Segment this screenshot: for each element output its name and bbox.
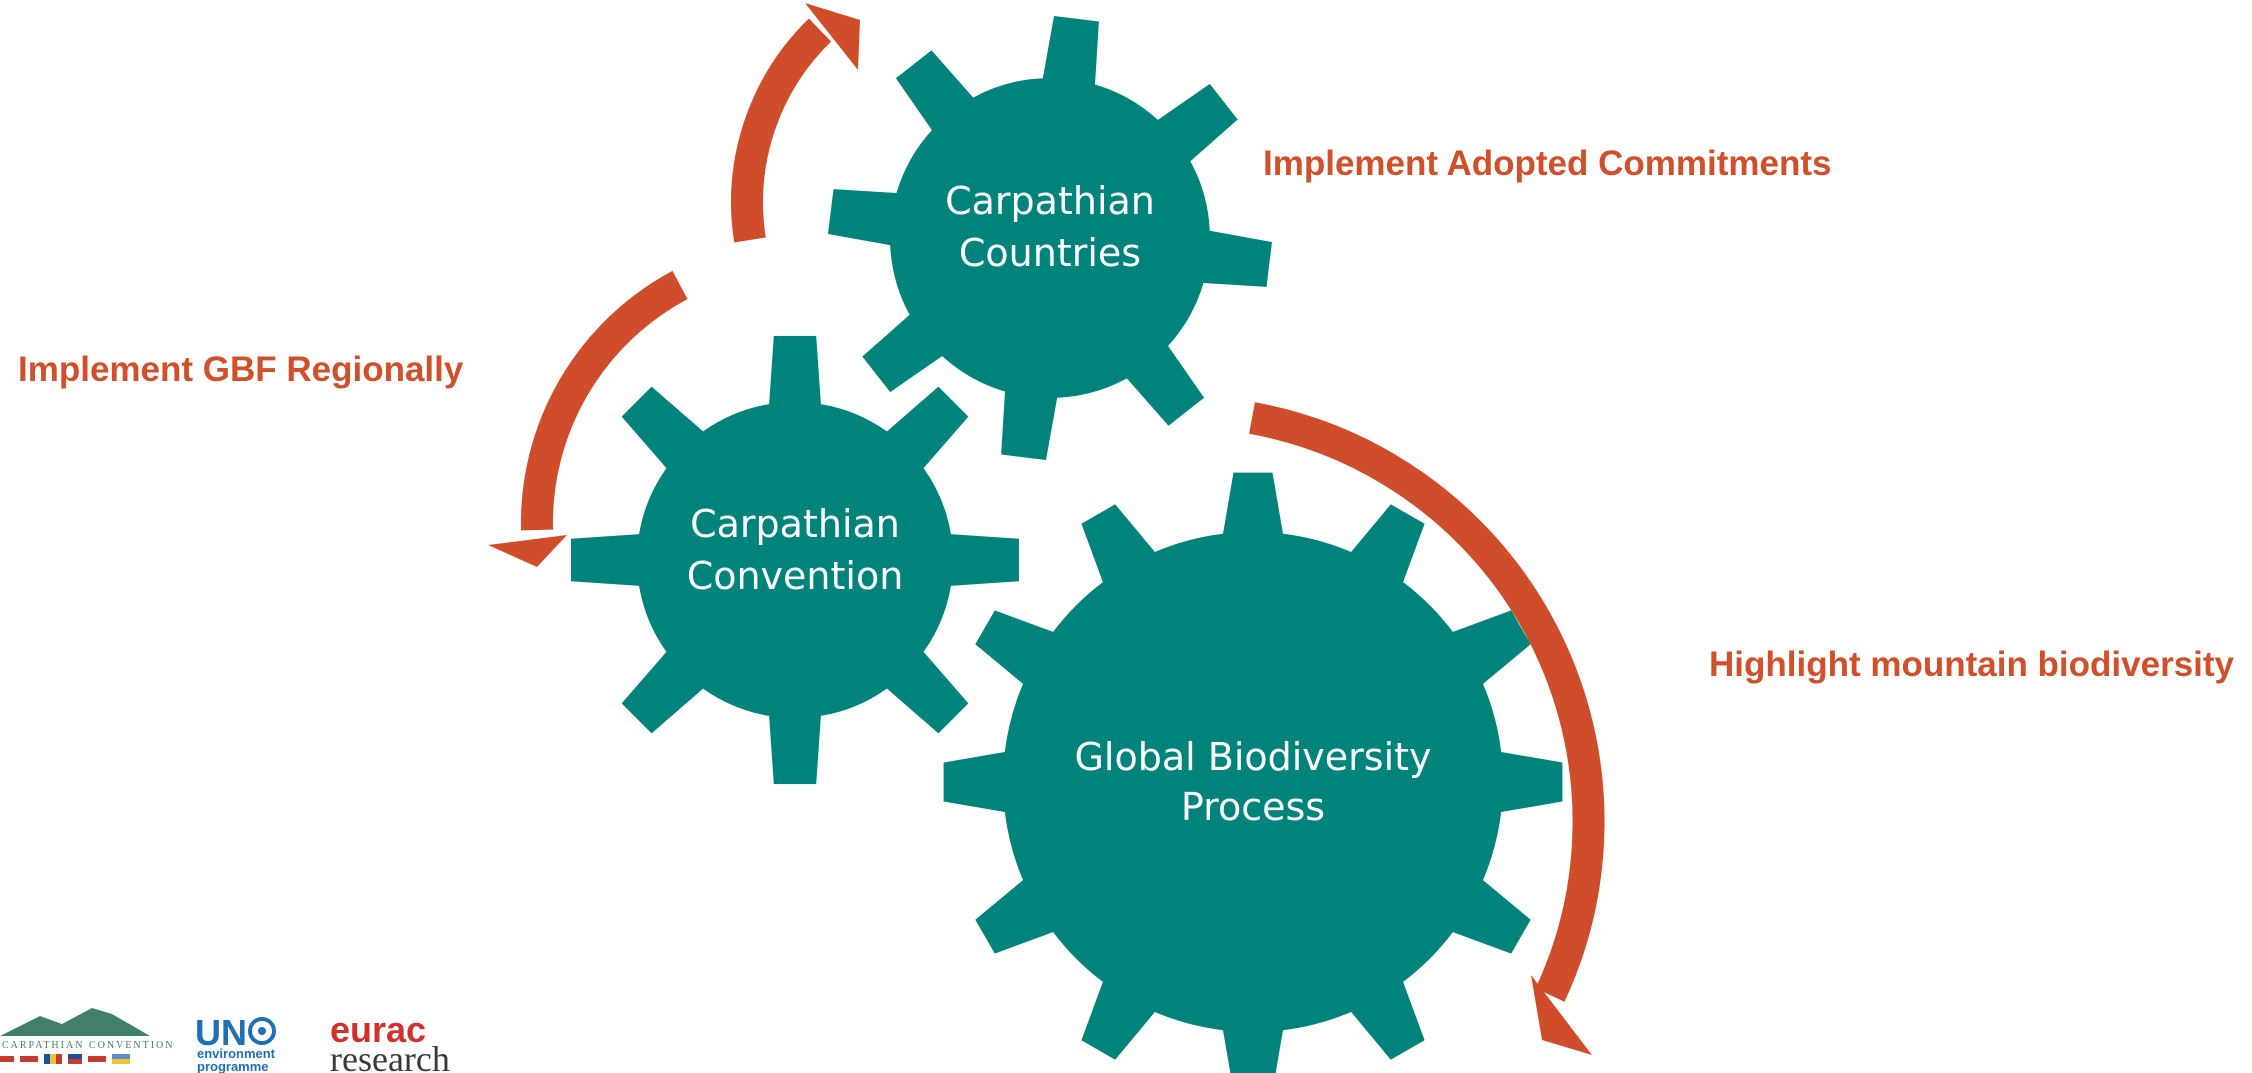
gear-countries-label-line2: Countries — [959, 231, 1141, 275]
unep-line2: programme — [197, 1059, 269, 1073]
gear-convention-label-line1: Carpathian — [690, 502, 900, 546]
gear-convention-shape — [571, 336, 1019, 784]
arrows — [488, 3, 1605, 1055]
gear-global-shape — [943, 472, 1563, 1073]
carpathian-convention-logo-text: CARPATHIAN CONVENTION — [2, 1040, 174, 1051]
arrow-top-arc — [731, 18, 832, 243]
gear-global-label-line2: Process — [1181, 785, 1325, 829]
gear-countries-shape — [828, 16, 1272, 460]
gear-countries-label-line1: Carpathian — [945, 179, 1155, 223]
arrow-right-arc — [1249, 402, 1605, 1002]
gear-convention: Carpathian Convention — [571, 336, 1019, 784]
eurac-research-logo: eurac research — [330, 1009, 450, 1073]
un-emblem-icon — [248, 1017, 276, 1045]
gear-convention-label-line2: Convention — [687, 554, 904, 598]
label-highlight-mountain-biodiversity: Highlight mountain biodiversity — [1709, 645, 2235, 684]
eurac-line1: eurac — [330, 1009, 426, 1050]
label-implement-gbf-regionally: Implement GBF Regionally — [18, 350, 464, 389]
unep-un-text: UN — [195, 1012, 247, 1053]
carpathian-convention-logo: CARPATHIAN CONVENTION — [0, 1008, 174, 1064]
gear-countries: Carpathian Countries — [828, 16, 1272, 460]
gear-global-label-line1: Global Biodiversity — [1074, 735, 1431, 779]
mountain-icon — [0, 1008, 150, 1036]
unep-line1: environment — [197, 1046, 276, 1061]
arrow-top-head — [805, 3, 860, 70]
eurac-line2: research — [330, 1039, 450, 1073]
gear-global: Global Biodiversity Process — [943, 472, 1563, 1073]
label-implement-adopted-commitments: Implement Adopted Commitments — [1263, 144, 1831, 183]
arrow-left-arc — [520, 270, 688, 531]
arrow-right-head — [1531, 975, 1592, 1055]
arrow-left-head — [488, 535, 567, 567]
unep-logo: UN environment programme — [195, 1012, 276, 1073]
